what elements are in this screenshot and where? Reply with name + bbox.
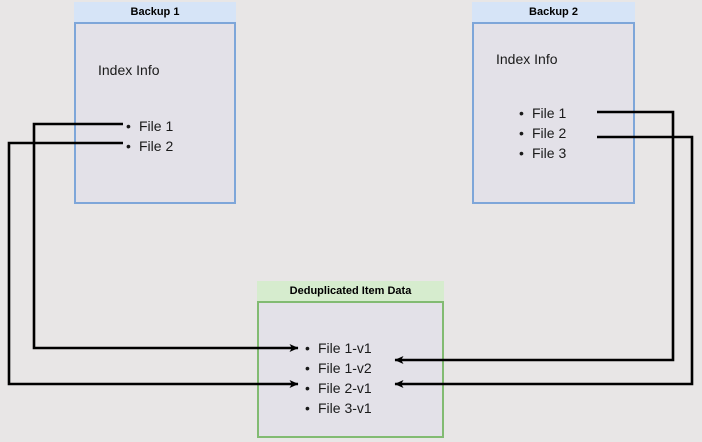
list-item: File 1 — [517, 103, 566, 123]
node-backup-2[interactable]: Backup 2 Index Info File 1 File 2 File 3 — [472, 2, 635, 204]
list-item: File 2 — [517, 123, 566, 143]
node-backup-1-file-list: File 1 File 2 — [124, 116, 173, 156]
list-item: File 1-v2 — [303, 358, 372, 378]
node-backup-2-header: Backup 2 — [472, 2, 635, 24]
list-item: File 1-v1 — [303, 338, 372, 358]
node-deduplicated-item-data[interactable]: Deduplicated Item Data File 1-v1 File 1-… — [257, 281, 444, 438]
node-backup-1-body — [74, 2, 236, 204]
node-backup-2-file-list: File 1 File 2 File 3 — [517, 103, 566, 163]
node-backup-1[interactable]: Backup 1 Index Info File 1 File 2 — [74, 2, 236, 204]
node-deduplicated-item-data-header: Deduplicated Item Data — [257, 281, 444, 303]
node-backup-2-index-label: Index Info — [496, 51, 558, 67]
list-item: File 2 — [124, 136, 173, 156]
node-backup-1-index-label: Index Info — [98, 62, 160, 78]
list-item: File 3 — [517, 143, 566, 163]
list-item: File 1 — [124, 116, 173, 136]
node-deduplicated-item-data-file-list: File 1-v1 File 1-v2 File 2-v1 File 3-v1 — [303, 338, 372, 418]
list-item: File 2-v1 — [303, 378, 372, 398]
node-backup-1-header: Backup 1 — [74, 2, 236, 24]
list-item: File 3-v1 — [303, 398, 372, 418]
